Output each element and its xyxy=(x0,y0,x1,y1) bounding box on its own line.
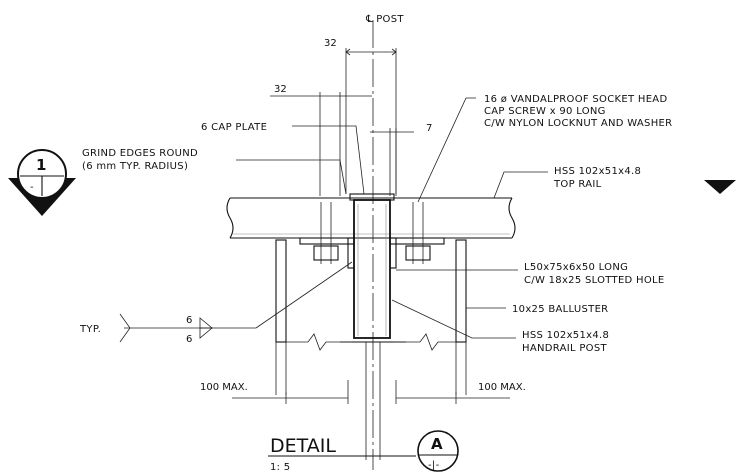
top-rail xyxy=(226,197,516,239)
svg-text:100 MAX.: 100 MAX. xyxy=(200,382,248,393)
svg-text:100 MAX.: 100 MAX. xyxy=(478,382,526,393)
svg-text:L50x75x6x50 LONG: L50x75x6x50 LONG xyxy=(524,262,628,273)
detail-scale: 1: 5 xyxy=(270,462,290,473)
break-lines xyxy=(286,333,456,351)
title-block: DETAIL 1: 5 A -|- xyxy=(268,430,459,473)
svg-text:-|-: -|- xyxy=(428,460,440,471)
cap-screw-right xyxy=(405,202,431,264)
svg-text:GRIND EDGES ROUND: GRIND EDGES ROUND xyxy=(82,148,198,159)
svg-text:HSS 102x51x4.8: HSS 102x51x4.8 xyxy=(522,330,609,341)
baluster-right xyxy=(455,239,467,395)
label-cap-plate: 6 CAP PLATE xyxy=(201,122,365,195)
dimension-left-100-max: 100 MAX. xyxy=(200,380,349,404)
dimension-right-100-max: 100 MAX. xyxy=(395,380,526,404)
angle-clip-right xyxy=(389,237,445,269)
cap-screw-left xyxy=(313,202,339,264)
label-cap-screw: 16 ø VANDALPROOF SOCKET HEAD CAP SCREW x… xyxy=(417,94,672,203)
svg-text:32: 32 xyxy=(274,84,287,95)
level-marker xyxy=(704,180,736,194)
svg-text:CAP SCREW x 90 LONG: CAP SCREW x 90 LONG xyxy=(484,106,606,117)
baluster-left xyxy=(275,239,287,395)
svg-text:C/W NYLON LOCKNUT AND WASHER: C/W NYLON LOCKNUT AND WASHER xyxy=(484,118,672,129)
svg-text:6: 6 xyxy=(186,315,192,326)
label-top-rail: HSS 102x51x4.8 TOP RAIL xyxy=(493,166,641,199)
cap-plate xyxy=(349,193,395,201)
post-centerline: ℄ POST xyxy=(365,14,404,470)
svg-text:HANDRAIL POST: HANDRAIL POST xyxy=(522,343,607,354)
svg-text:(6 mm TYP. RADIUS): (6 mm TYP. RADIUS) xyxy=(82,161,188,172)
label-handrail-post: HSS 102x51x4.8 HANDRAIL POST xyxy=(391,299,609,354)
svg-text:TYP.: TYP. xyxy=(79,324,101,335)
centerline-label: ℄ POST xyxy=(365,14,404,25)
svg-text:16 ø VANDALPROOF SOCKET HEAD: 16 ø VANDALPROOF SOCKET HEAD xyxy=(484,94,667,105)
svg-text:10x25 BALLUSTER: 10x25 BALLUSTER xyxy=(512,304,608,315)
svg-text:TOP RAIL: TOP RAIL xyxy=(553,179,602,190)
svg-text:6 CAP PLATE: 6 CAP PLATE xyxy=(201,122,267,133)
dimension-mid-32: 32 xyxy=(270,84,372,196)
svg-text:1: 1 xyxy=(36,156,46,174)
svg-text:32: 32 xyxy=(324,38,337,49)
svg-text:6: 6 xyxy=(186,334,192,345)
weld-symbol: TYP. 6 6 xyxy=(79,261,353,345)
svg-text:C/W 18x25 SLOTTED HOLE: C/W 18x25 SLOTTED HOLE xyxy=(524,275,665,286)
label-grind-edges: GRIND EDGES ROUND (6 mm TYP. RADIUS) xyxy=(82,148,347,195)
svg-text:A: A xyxy=(431,435,443,453)
dimension-top-32: 32 xyxy=(324,38,397,194)
label-angle: L50x75x6x50 LONG C/W 18x25 SLOTTED HOLE xyxy=(396,262,665,286)
angle-clip-left xyxy=(299,237,355,269)
label-baluster: 10x25 BALLUSTER xyxy=(466,304,608,315)
svg-text:-: - xyxy=(30,182,34,193)
svg-text:7: 7 xyxy=(426,123,432,134)
section-bubble: 1 - xyxy=(8,149,76,216)
detail-title: DETAIL xyxy=(270,435,336,457)
svg-text:HSS 102x51x4.8: HSS 102x51x4.8 xyxy=(554,166,641,177)
dimension-gap-7: 7 xyxy=(370,123,432,196)
detail-bubble xyxy=(417,430,459,472)
